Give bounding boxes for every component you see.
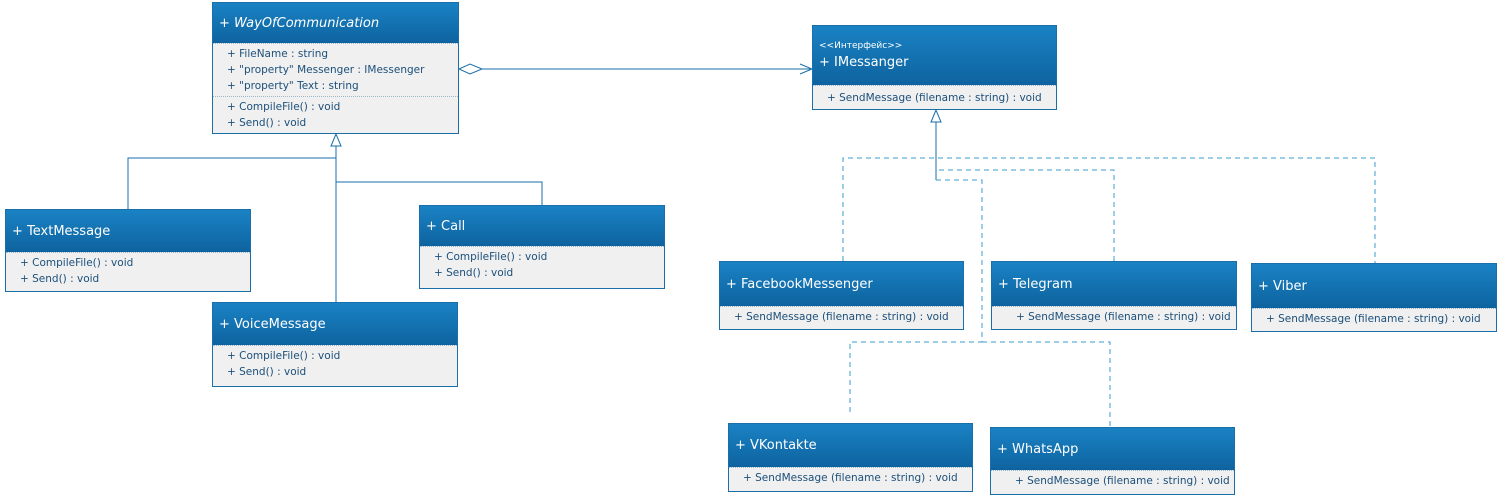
generalization-textmessage (127, 146, 337, 209)
operation: + SendMessage (filename : string) : void (1016, 311, 1231, 323)
generalization-arrowhead (330, 132, 342, 147)
operations-section: + CompileFile() : void + Send() : void (420, 246, 664, 283)
class-name: + IMessanger (819, 55, 909, 70)
realization-facebook (842, 157, 1376, 263)
class-name: + Telegram (998, 276, 1073, 292)
class-facebook-messenger[interactable]: + FacebookMessenger + SendMessage (filen… (719, 261, 964, 330)
class-whatsapp[interactable]: + WhatsApp + SendMessage (filename : str… (990, 427, 1235, 495)
generalization-call (336, 181, 543, 205)
operations-section: + SendMessage (filename : string) : void (992, 306, 1236, 327)
realization-arrowhead (930, 108, 942, 123)
realization-telegram (936, 169, 1115, 261)
operation: + SendMessage (filename : string) : void (1266, 313, 1481, 325)
realization-whatsapp (982, 341, 1111, 427)
class-name: + Viber (1258, 278, 1307, 294)
class-vkontakte[interactable]: + VKontakte + SendMessage (filename : st… (728, 423, 973, 492)
operation: + CompileFile() : void (20, 257, 134, 269)
operations-section: + SendMessage (filename : string) : void (720, 306, 963, 327)
interface-imessanger[interactable]: <<Интерфейс>> + IMessanger + SendMessage… (812, 25, 1057, 110)
class-name: + WhatsApp (997, 441, 1079, 457)
operation: + SendMessage (filename : string) : void (743, 472, 958, 484)
class-voice-message[interactable]: + VoiceMessage + CompileFile() : void + … (212, 302, 458, 387)
operations-section: + CompileFile() : void + Send() : void (213, 345, 457, 382)
class-telegram[interactable]: + Telegram + SendMessage (filename : str… (991, 261, 1237, 330)
class-viber[interactable]: + Viber + SendMessage (filename : string… (1251, 263, 1497, 332)
class-name: + TextMessage (12, 223, 111, 239)
class-name: + VKontakte (735, 438, 817, 453)
operations-section: + CompileFile() : void + Send() : void (213, 96, 458, 133)
class-header: + Viber (1252, 264, 1496, 308)
operations-section: + SendMessage (filename : string) : void (1252, 308, 1496, 329)
class-name: + Call (426, 218, 466, 234)
class-name: + FacebookMessenger (726, 276, 873, 292)
class-header: + FacebookMessenger (720, 262, 963, 306)
operations-section: + SendMessage (filename : string) : void (991, 470, 1234, 491)
operations-section: + SendMessage (filename : string) : void (729, 467, 972, 488)
class-header: + TextMessage (6, 210, 250, 252)
operation: + Send() : void (227, 366, 307, 378)
class-header: + VKontakte (729, 424, 972, 467)
class-header: <<Интерфейс>> + IMessanger (813, 26, 1056, 85)
operation: + CompileFile() : void (227, 101, 341, 113)
aggregation-diamond (457, 63, 484, 75)
operation: + CompileFile() : void (227, 350, 341, 362)
class-call[interactable]: + Call + CompileFile() : void + Send() :… (419, 205, 665, 289)
operation: + SendMessage (filename : string) : void (734, 311, 949, 323)
class-header: + WhatsApp (991, 428, 1234, 470)
operations-section: + SendMessage (filename : string) : void (813, 85, 1056, 108)
operation: + Send() : void (20, 273, 100, 285)
class-header: + Call (420, 206, 664, 246)
class-way-of-communication[interactable]: + WayOfCommunication + FileName : string… (212, 2, 459, 134)
class-name: + VoiceMessage (219, 316, 326, 332)
operations-section: + CompileFile() : void + Send() : void (6, 252, 250, 289)
operation: + Send() : void (434, 267, 514, 279)
class-name: + WayOfCommunication (219, 15, 380, 31)
class-text-message[interactable]: + TextMessage + CompileFile() : void + S… (5, 209, 251, 292)
class-header: + VoiceMessage (213, 303, 457, 345)
operation: + SendMessage (filename : string) : void (827, 92, 1042, 104)
attribute: + "property" Text : string (227, 80, 359, 92)
attribute: + "property" Messenger : IMessenger (227, 64, 425, 76)
class-header: + Telegram (992, 262, 1236, 306)
attribute: + FileName : string (227, 48, 329, 60)
attributes-section: + FileName : string + "property" Messeng… (213, 43, 458, 96)
class-header: + WayOfCommunication (213, 3, 458, 43)
operation: + Send() : void (227, 117, 307, 129)
operation: + CompileFile() : void (434, 251, 548, 263)
operation: + SendMessage (filename : string) : void (1015, 475, 1230, 487)
stereotype-label: <<Интерфейс>> (819, 41, 903, 51)
